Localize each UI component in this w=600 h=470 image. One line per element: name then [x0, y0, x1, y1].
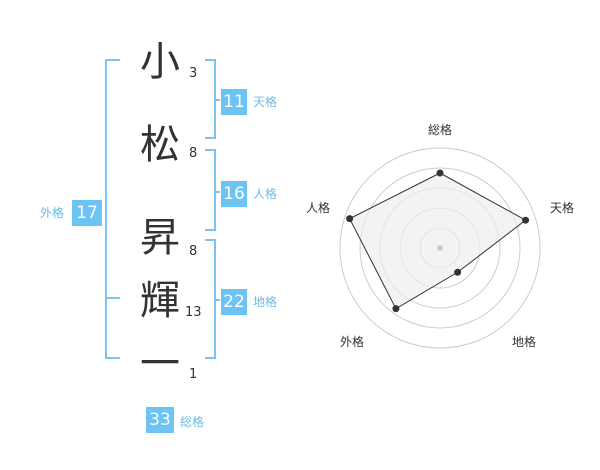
- chikaku-label: 地格: [253, 295, 278, 309]
- radar-point: [454, 268, 462, 276]
- radar-grid-ring: [359, 167, 521, 329]
- radar-label-jinkaku: 人格: [306, 201, 331, 215]
- soukaku-label: 総格: [180, 415, 205, 429]
- name-char-2: 松: [140, 122, 180, 168]
- stroke-count-5: 1: [189, 367, 198, 382]
- stroke-count-3: 8: [189, 244, 198, 259]
- radar-label-tenkaku: 天格: [550, 201, 575, 215]
- jinkaku-value: 16: [221, 181, 247, 207]
- stroke-count-2: 8: [189, 146, 198, 161]
- jinkaku-bracket: [205, 149, 216, 231]
- radar-label-chikaku: 地格: [512, 335, 537, 349]
- tenkaku-value: 11: [221, 89, 247, 115]
- gaikaku-value: 17: [72, 200, 102, 226]
- radar-point: [346, 215, 354, 223]
- radar-label-gaikaku: 外格: [340, 335, 365, 349]
- tenkaku-label: 天格: [253, 95, 278, 109]
- radar-point: [522, 216, 530, 224]
- radar-points: [346, 169, 530, 313]
- radar-grid-ring: [339, 147, 541, 349]
- chikaku-value: 22: [221, 289, 247, 315]
- stroke-count-1: 3: [189, 66, 198, 81]
- radar-polygon: [348, 172, 527, 310]
- radar-point: [436, 169, 444, 177]
- radar-center: [437, 245, 443, 251]
- radar-label-soukaku: 総格: [428, 123, 453, 137]
- name-char-1: 小: [140, 39, 180, 85]
- name-char-4: 輝: [140, 278, 180, 324]
- name-char-3: 昇: [140, 215, 180, 261]
- radar-point: [392, 305, 400, 313]
- gaikaku-label: 外格: [40, 206, 65, 220]
- name-char-5: 一: [140, 341, 180, 387]
- soukaku-value: 33: [146, 407, 174, 433]
- jinkaku-label: 人格: [253, 187, 278, 201]
- gaikaku-bracket: [105, 59, 120, 359]
- stroke-count-4: 13: [185, 305, 202, 320]
